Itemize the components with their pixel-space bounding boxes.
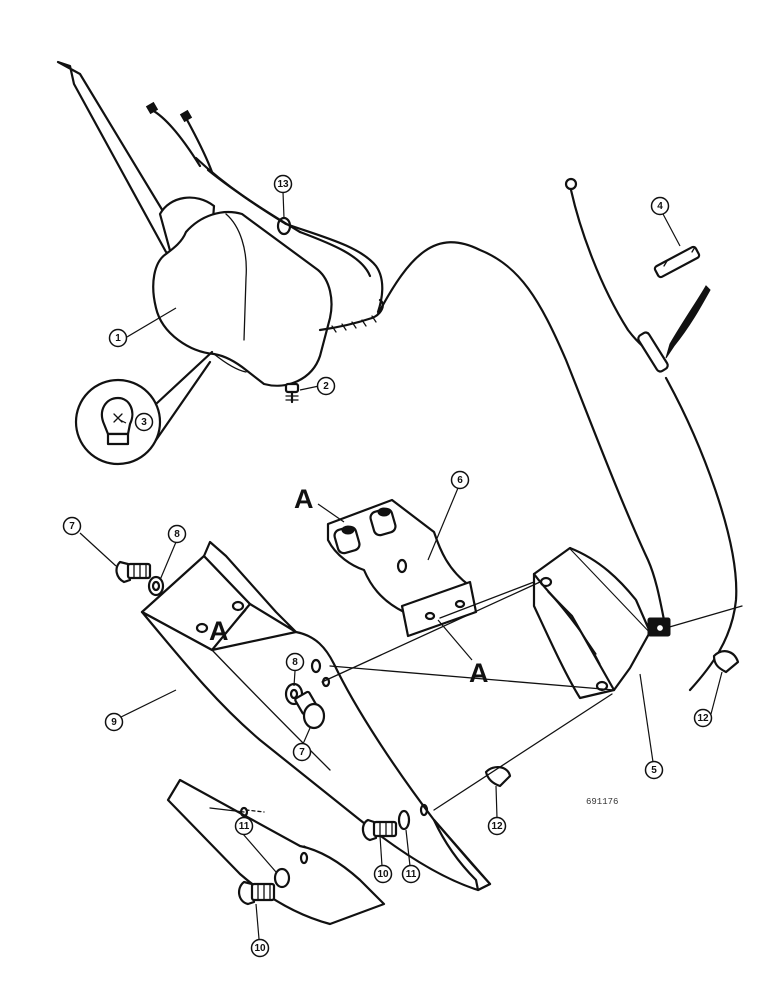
housing-front-edge [225,213,247,341]
callout-number: 10 [254,943,266,954]
callout-number: 8 [174,529,180,540]
switch-bracket-6 [326,498,478,638]
ring-terminal [564,177,578,191]
callout-number: 11 [239,821,250,832]
callout-3: 3 [134,412,154,432]
screw-7-lower [294,690,326,730]
callout-number: 8 [292,657,298,668]
callout-circle [644,760,664,780]
lockwasher-11-right [397,809,411,831]
leader-lines [79,191,723,940]
figure-number: 691176 [586,797,618,807]
callout-circle [234,816,254,836]
callout-circle [134,412,154,432]
callout-number: 10 [377,869,389,880]
callout-10b: 10 [250,938,270,958]
bulb-inset-detail [74,350,214,466]
wire-leads [145,101,384,314]
safety-switch-5 [532,546,671,700]
install-arrow [665,285,711,359]
lamp-bulb [100,396,134,436]
callout-number: 3 [141,417,147,428]
callout-circle [373,864,393,884]
callout-circle [104,712,124,732]
view-letter-a-top: A [294,484,314,514]
callout-2: 2 [316,376,336,396]
main-wire-harness [376,241,666,622]
lockwasher-11-left [273,867,291,889]
callout-circle [487,816,507,836]
callout-circle [450,470,470,490]
callout-7b: 7 [292,742,312,762]
assembly-center-lines [209,581,743,813]
clip-12-center [484,766,512,788]
callout-circle [316,376,336,396]
callout-5: 5 [644,760,664,780]
callout-circle [292,742,312,762]
view-letter-a-left: A [209,616,229,646]
callout-7a: 7 [62,516,82,536]
callout-circle [650,196,670,216]
callout-8b: 8 [285,652,305,672]
callout-number: 5 [651,765,657,776]
callout-number: 12 [491,821,503,832]
screw-7-upper [115,560,152,584]
callout-6: 6 [450,470,470,490]
clip-12-right [712,650,740,674]
screw-10-right [361,818,398,842]
callout-11b: 11 [234,816,254,836]
callout-11a: 11 [401,864,421,884]
control-lever-assembly [56,60,384,404]
housing-lower-edge [213,353,247,373]
callout-circle [285,652,305,672]
callout-number: 12 [697,713,709,724]
callout-number: 4 [657,201,663,212]
callout-number: 11 [406,869,417,880]
callout-circle [167,524,187,544]
callout-circle [273,174,293,194]
control-housing [152,210,333,387]
callout-1: 1 [108,328,128,348]
callout-13: 13 [273,174,293,194]
callout-8a: 8 [167,524,187,544]
callout-12b: 12 [693,708,713,728]
callout-circle [693,708,713,728]
callout-circle [108,328,128,348]
callout-number: 7 [299,747,305,758]
callout-10a: 10 [373,864,393,884]
callout-9: 9 [104,712,124,732]
view-letter-a-right: A [469,658,489,688]
callout-circle [62,516,82,536]
callout-circle [401,864,421,884]
callout-number: 1 [115,333,121,344]
washer-8-upper [147,575,165,597]
callout-12a: 12 [487,816,507,836]
ground-wire-with-fuse [564,177,738,692]
spare-fuse [653,245,711,359]
callout-number: 6 [457,475,463,486]
inline-fuse-holder [637,331,669,373]
screw-10-left [238,880,276,906]
callout-number: 9 [111,717,117,728]
callout-number: 2 [323,381,329,392]
callout-number: 13 [277,179,289,190]
callout-circle [250,938,270,958]
callout-4: 4 [650,196,670,216]
screw-2 [284,382,300,404]
callout-number: 7 [69,521,75,532]
